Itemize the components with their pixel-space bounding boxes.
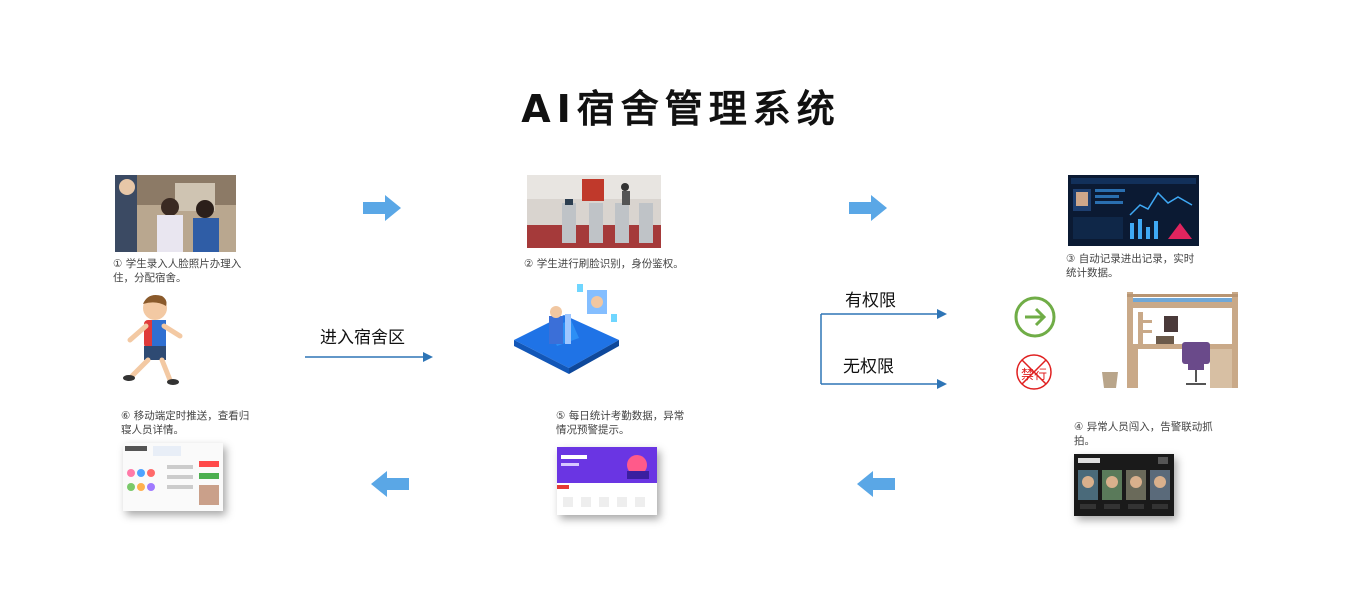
attendance-web-screenshot (557, 447, 657, 515)
step-4-caption: ④ 异常人员闯入，告警联动抓拍。 (1074, 421, 1213, 447)
page-title: AI宿舍管理系统 (521, 87, 841, 131)
no-permission-label: 无权限 (843, 357, 894, 377)
flow-arrow-left-icon (857, 471, 895, 497)
permission-branch-lines (820, 309, 947, 389)
has-permission-label: 有权限 (845, 291, 896, 311)
enter-dorm-label: 进入宿舍区 (320, 328, 405, 348)
running-student-illustration (123, 295, 183, 385)
flow-arrow-right-icon (849, 195, 887, 221)
pass-arrow-circle-icon (1014, 296, 1056, 338)
turnstile-photo (527, 175, 661, 248)
forbidden-label: 禁行 (1020, 368, 1047, 383)
step-2-caption: ② 学生进行刷脸识别，身份鉴权。 (524, 258, 684, 270)
enter-arrow-line (305, 352, 433, 362)
forbidden-icon: 禁行 (1014, 352, 1054, 392)
flow-arrow-left-icon (371, 471, 409, 497)
mobile-app-screenshot (123, 443, 223, 511)
alarm-capture-screenshot (1074, 454, 1174, 516)
step-6-caption: ⑥ 移动端定时推送，查看归寝人员详情。 (121, 410, 250, 436)
step-5-caption: ⑤ 每日统计考勤数据，异常情况预警提示。 (556, 410, 685, 436)
dashboard-screenshot (1068, 175, 1199, 246)
step-1-caption: ① 学生录入人脸照片办理入住，分配宿舍。 (113, 258, 242, 284)
registration-photo (115, 175, 236, 252)
dorm-bunk-bed-illustration (1102, 292, 1238, 388)
flow-arrow-right-icon (363, 195, 401, 221)
face-recognition-illustration (514, 284, 619, 374)
step-3-caption: ③ 自动记录进出记录，实时统计数据。 (1066, 253, 1195, 279)
